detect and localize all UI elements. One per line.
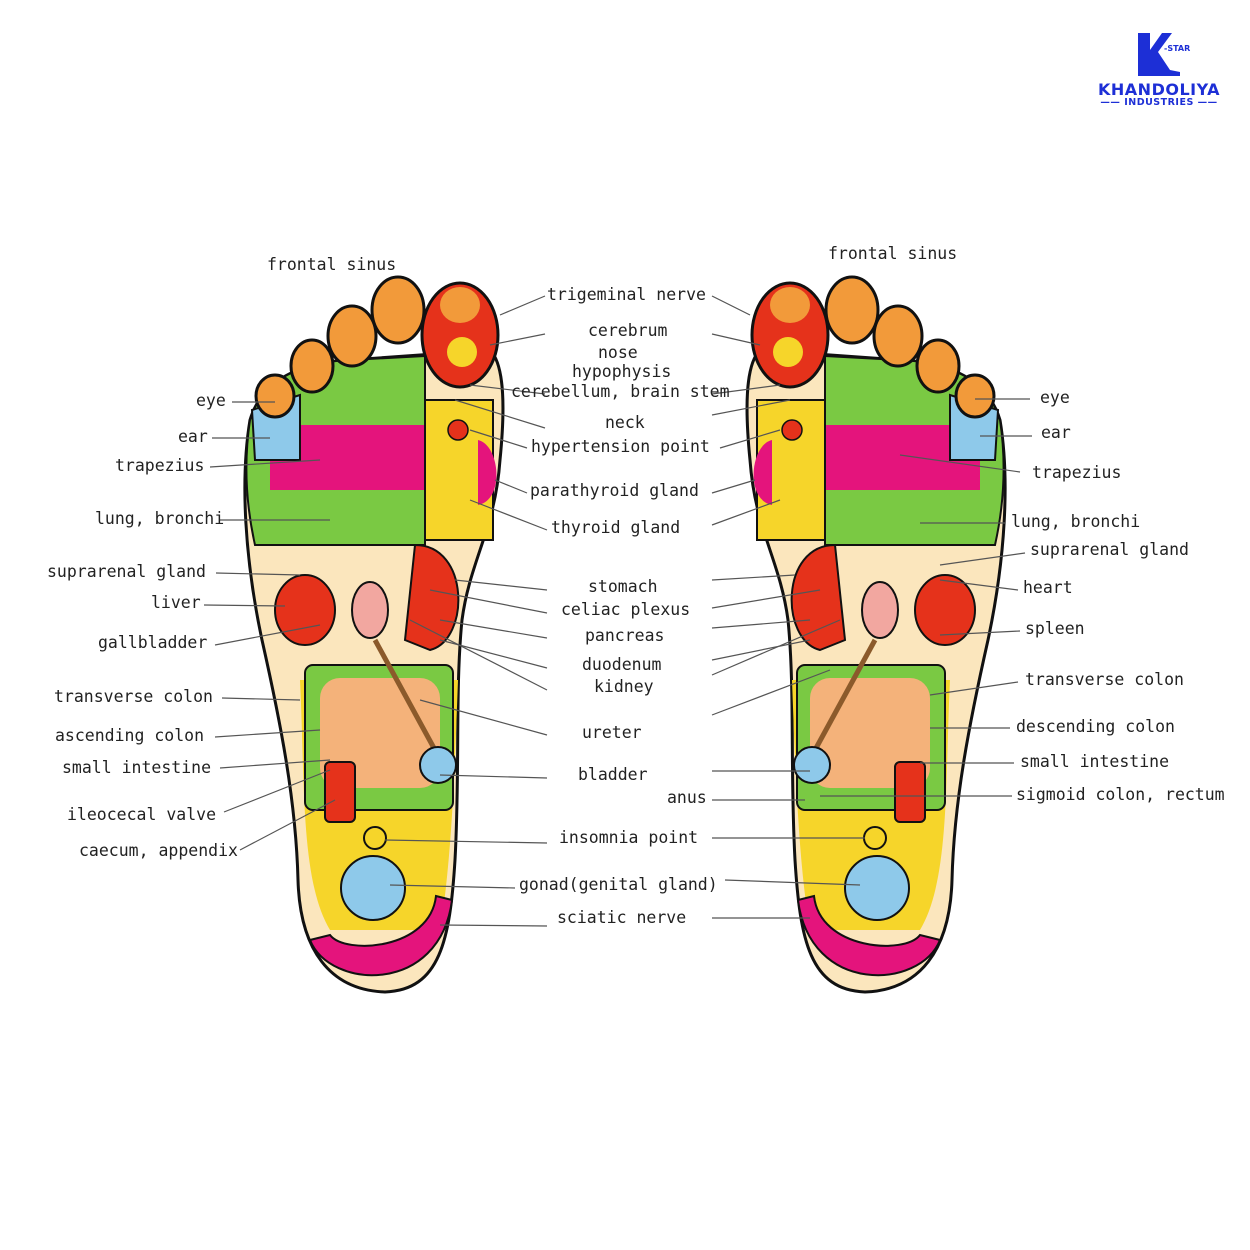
- label-descending-colon: descending colon: [1016, 717, 1175, 736]
- label-thyroid-gland: thyroid gland: [551, 518, 681, 537]
- label-caecum-appendix: caecum, appendix: [79, 841, 238, 860]
- label-parathyroid-gland: parathyroid gland: [530, 481, 699, 500]
- label-insomnia-point: insomnia point: [559, 828, 699, 847]
- label-small-intestine-left: small intestine: [62, 758, 212, 777]
- label-bladder: bladder: [578, 765, 648, 784]
- label-trapezius-left: trapezius: [115, 456, 205, 475]
- label-gonad: gonad(genital gland): [519, 875, 718, 894]
- label-liver: liver: [151, 593, 201, 612]
- label-celiac-plexus: celiac plexus: [561, 600, 691, 619]
- label-lung-right: lung, bronchi: [1011, 512, 1141, 531]
- label-ascending-colon: ascending colon: [55, 726, 205, 745]
- label-sciatic-nerve: sciatic nerve: [557, 908, 687, 927]
- label-anus: anus: [667, 788, 707, 807]
- label-hypophysis: hypophysis: [572, 362, 672, 381]
- label-spleen: spleen: [1025, 619, 1085, 638]
- label-suprarenal-right: suprarenal gland: [1030, 540, 1189, 559]
- label-transverse-colon-right: transverse colon: [1025, 670, 1184, 689]
- leader-lines: [203, 295, 1032, 927]
- left-foot: [245, 277, 503, 992]
- label-stomach: stomach: [588, 577, 658, 596]
- label-ear-right: ear: [1041, 423, 1071, 442]
- label-suprarenal-left: suprarenal gland: [47, 562, 206, 581]
- label-duodenum: duodenum: [582, 655, 662, 674]
- label-eye-left: eye: [196, 391, 226, 410]
- label-sigmoid-colon: sigmoid colon, rectum: [1016, 785, 1225, 804]
- label-pancreas: pancreas: [585, 626, 665, 645]
- label-gallbladder: gallbladder: [98, 633, 208, 652]
- label-nose: nose: [598, 343, 638, 362]
- label-heart: heart: [1023, 578, 1073, 597]
- brand-logo: -STAR KHANDOLIYA —— INDUSTRIES ——: [1098, 30, 1220, 110]
- label-lung-left: lung, bronchi: [95, 509, 225, 528]
- label-cerebrum: cerebrum: [588, 321, 668, 340]
- logo-name: KHANDOLIYA: [1098, 80, 1221, 99]
- label-ileocecal-valve: ileocecal valve: [67, 805, 217, 824]
- label-ureter: ureter: [582, 723, 642, 742]
- logo-star-text: -STAR: [1164, 44, 1191, 53]
- label-trigeminal-nerve: trigeminal nerve: [547, 285, 706, 304]
- label-trapezius-right: trapezius: [1032, 463, 1122, 482]
- logo-sub: —— INDUSTRIES ——: [1100, 97, 1218, 108]
- label-small-intestine-right: small intestine: [1020, 752, 1170, 771]
- boot-k-icon: [1138, 33, 1180, 76]
- right-foot: [747, 277, 1005, 992]
- label-ear-left: ear: [178, 427, 208, 446]
- label-eye-right: eye: [1040, 388, 1070, 407]
- label-frontal-sinus-right: frontal sinus: [828, 244, 958, 263]
- label-transverse-colon-left: transverse colon: [54, 687, 213, 706]
- label-kidney: kidney: [594, 677, 654, 696]
- label-hypertension-point: hypertension point: [531, 437, 710, 456]
- label-frontal-sinus-left: frontal sinus: [267, 255, 397, 274]
- logo-sub-text: INDUSTRIES: [1124, 97, 1194, 108]
- label-neck: neck: [605, 413, 645, 432]
- label-cerebellum: cerebellum, brain stem: [511, 382, 730, 401]
